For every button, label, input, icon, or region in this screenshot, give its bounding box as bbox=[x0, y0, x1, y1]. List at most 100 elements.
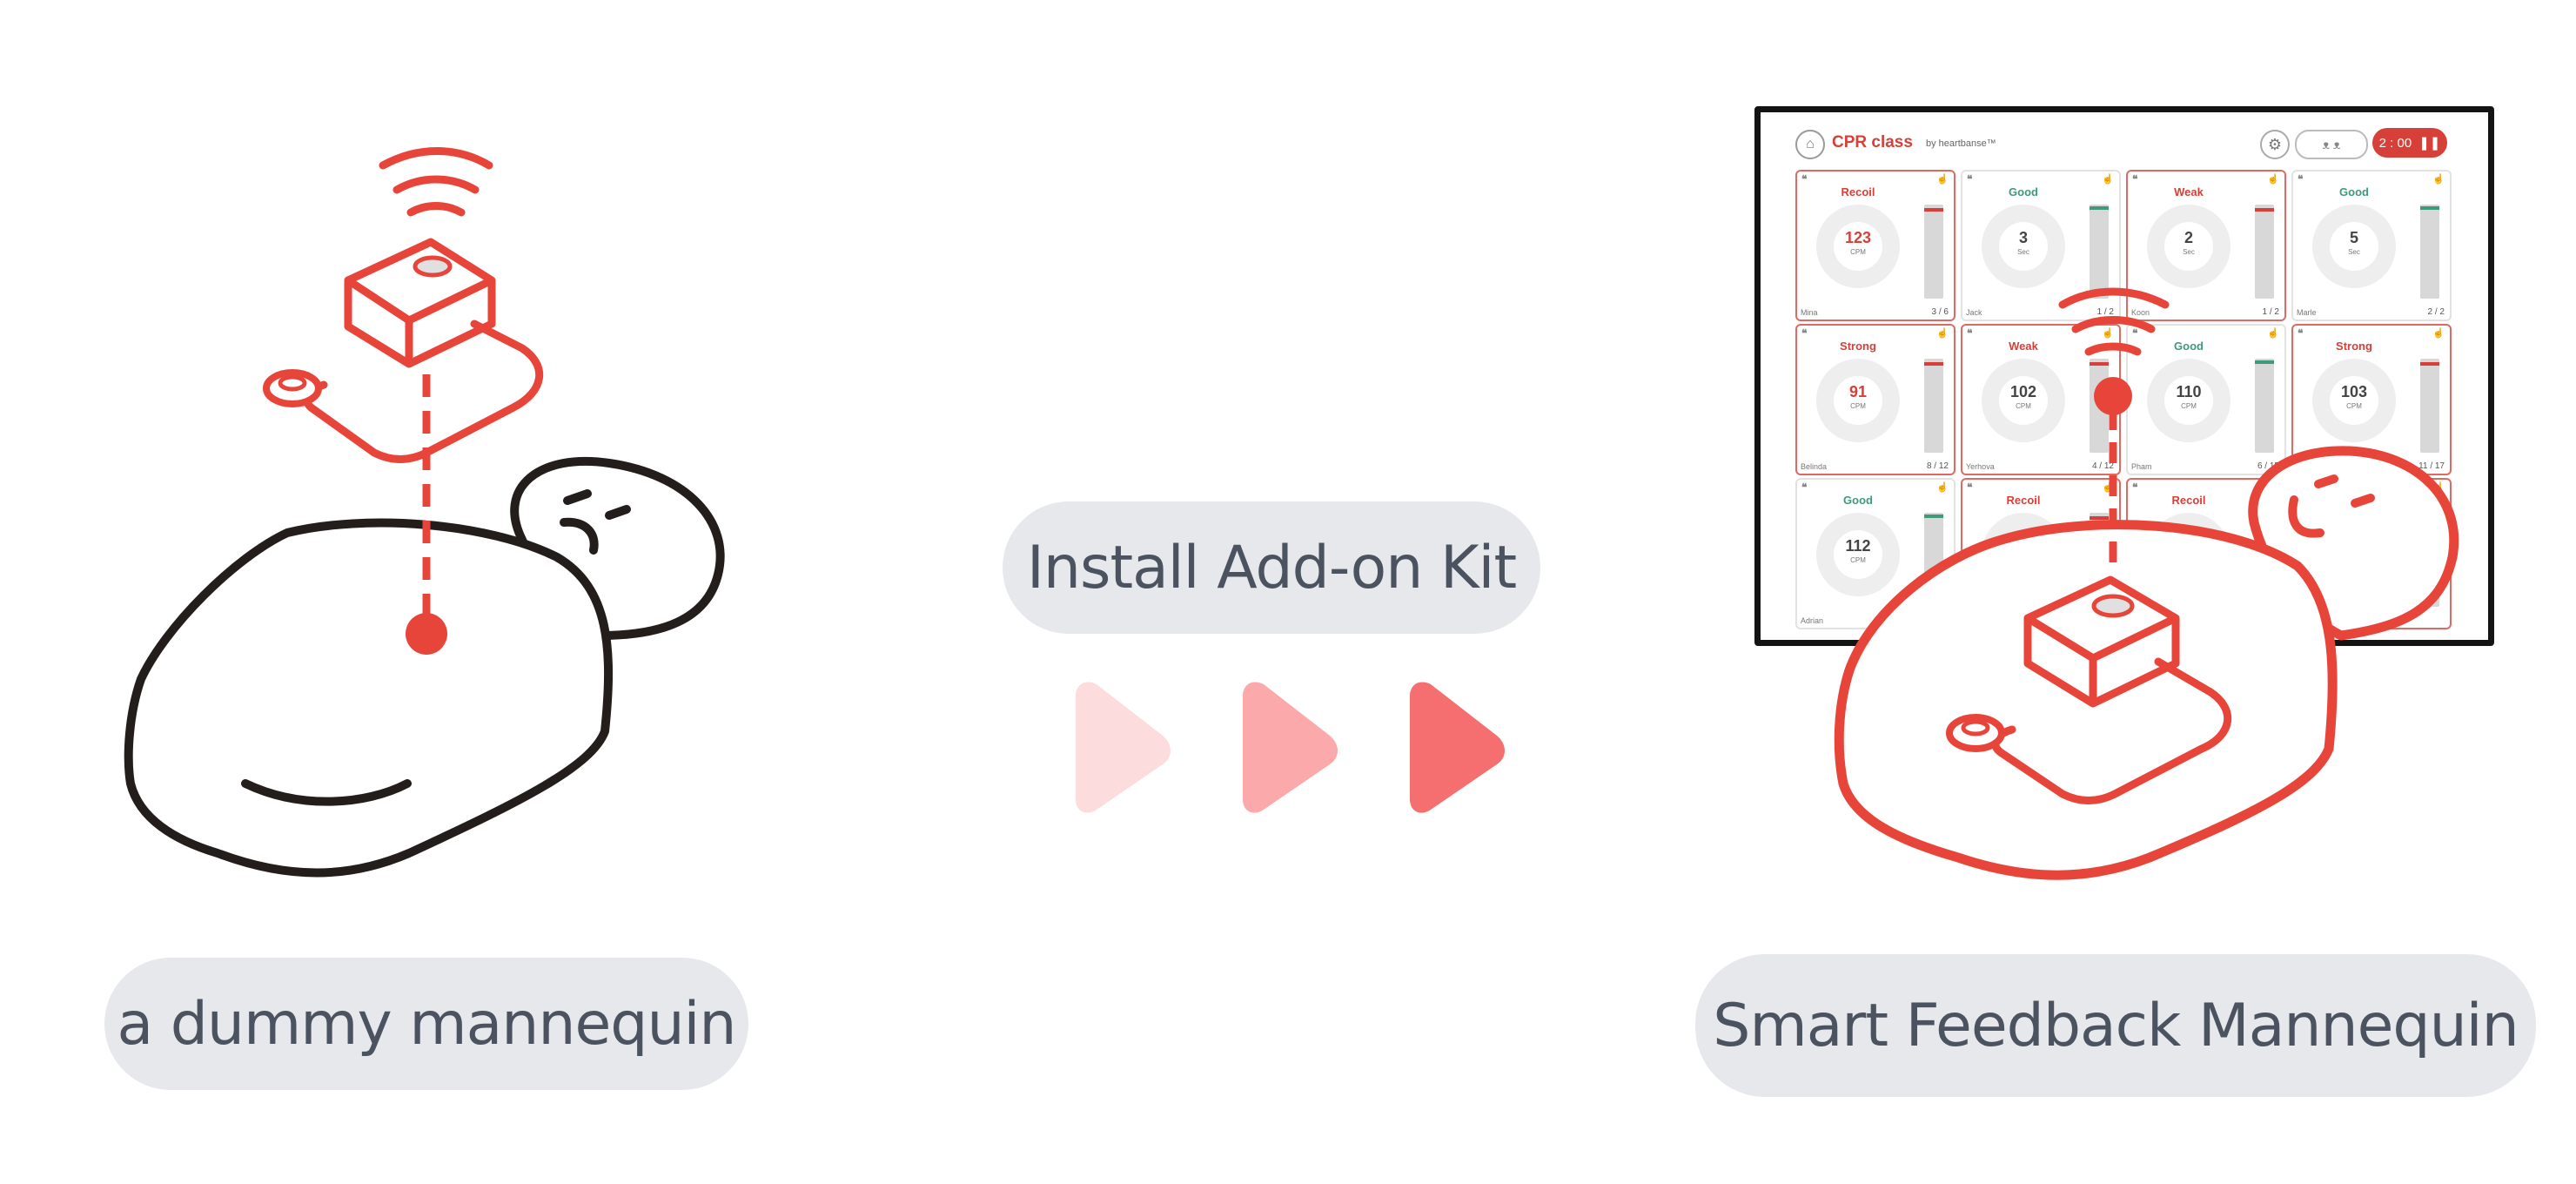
smart-smile bbox=[2288, 495, 2324, 538]
depth-bar bbox=[1924, 205, 1943, 299]
quote-icon: ❝ bbox=[1967, 173, 1973, 185]
smart-wifi-icon bbox=[2058, 287, 2170, 356]
student-name: Adrian bbox=[1801, 616, 1824, 625]
hand-icon: ☝ bbox=[2432, 174, 2445, 185]
lungs-toggle-icon[interactable]: ᴥ ᴥ bbox=[2295, 130, 2368, 159]
student-value: 103 bbox=[2340, 383, 2368, 400]
depth-bar-marker bbox=[1924, 515, 1943, 518]
student-unit: CPM bbox=[1850, 556, 1866, 564]
student-unit: Sec bbox=[2183, 248, 2195, 256]
student-status: Weak bbox=[2174, 185, 2204, 198]
student-status: Good bbox=[2339, 185, 2369, 198]
student-status: Recoil bbox=[2006, 494, 2041, 507]
student-value: 110 bbox=[2176, 383, 2202, 400]
depth-bar bbox=[2420, 359, 2439, 453]
smart-eyebrow bbox=[2314, 474, 2338, 488]
depth-bar-marker bbox=[2255, 208, 2274, 212]
dummy-eye bbox=[605, 505, 631, 520]
gear-icon[interactable]: ⚙ bbox=[2260, 130, 2290, 159]
dummy-mouth bbox=[560, 517, 599, 555]
wifi-icon bbox=[379, 147, 493, 217]
label-smart-mannequin: Smart Feedback Mannequin bbox=[1695, 954, 2536, 1097]
dashboard-brand: by heartbanse™ bbox=[1926, 138, 1996, 149]
sensor-box-sides bbox=[344, 280, 496, 368]
student-status: Good bbox=[2009, 185, 2038, 198]
student-name: Pham bbox=[2131, 462, 2152, 471]
smart-eye bbox=[2351, 494, 2375, 508]
student-count: 3 / 6 bbox=[1931, 307, 1949, 317]
student-unit: Sec bbox=[2017, 248, 2029, 256]
timer-value: 2 : 00 bbox=[2378, 135, 2412, 151]
student-name: Belinda bbox=[1801, 462, 1828, 471]
depth-bar-marker bbox=[2255, 360, 2274, 364]
quote-icon: ❝ bbox=[2298, 327, 2304, 340]
play-arrow-medium bbox=[1243, 682, 1338, 813]
quote-icon: ❝ bbox=[2132, 173, 2138, 185]
hand-icon: ☝ bbox=[2267, 328, 2279, 339]
depth-bar-marker bbox=[1924, 362, 1943, 366]
gauge-center bbox=[2164, 222, 2213, 271]
smart-sensor-puck-ring bbox=[1961, 719, 1990, 737]
student-unit: CPM bbox=[2181, 402, 2197, 410]
label-install-kit: Install Add-on Kit bbox=[1003, 501, 1540, 634]
dashboard-title: CPR class bbox=[1832, 133, 1913, 151]
compression-gauge bbox=[1982, 205, 2065, 288]
depth-bar-marker bbox=[2420, 206, 2439, 210]
smart-sensor-button bbox=[2091, 594, 2135, 618]
depth-bar-marker bbox=[2090, 206, 2109, 210]
student-name: Mina bbox=[1801, 308, 1818, 317]
compression-gauge bbox=[1816, 513, 1900, 596]
hand-icon: ☝ bbox=[1936, 174, 1949, 185]
student-value: 3 bbox=[2018, 229, 2028, 246]
sensor-target-dot bbox=[406, 613, 447, 655]
hand-icon: ☝ bbox=[2102, 174, 2114, 185]
student-name: Marle bbox=[2297, 308, 2317, 317]
compression-gauge bbox=[2312, 359, 2396, 442]
quote-icon: ❝ bbox=[1801, 327, 1808, 340]
hand-icon: ☝ bbox=[2102, 328, 2114, 339]
student-value: 5 bbox=[2349, 229, 2358, 246]
timer-button[interactable]: 2 : 00 ❚❚ bbox=[2372, 128, 2447, 158]
quote-icon: ❝ bbox=[2132, 327, 2138, 340]
gauge-center bbox=[1999, 376, 2048, 425]
student-count: 1 / 2 bbox=[2096, 307, 2114, 317]
depth-bar bbox=[2420, 205, 2439, 299]
hand-icon: ☝ bbox=[2267, 174, 2279, 185]
student-unit: CPM bbox=[2016, 402, 2031, 410]
student-count: 8 / 12 bbox=[1926, 461, 1949, 471]
student-unit: CPM bbox=[2346, 402, 2362, 410]
student-count: 11 / 17 bbox=[2418, 461, 2445, 471]
depth-bar bbox=[2090, 205, 2109, 299]
quote-icon: ❝ bbox=[2132, 481, 2138, 494]
smart-target-dot bbox=[2094, 377, 2132, 415]
student-value: 112 bbox=[1845, 537, 1871, 555]
play-arrow-strong bbox=[1410, 682, 1505, 813]
student-unit: Sec bbox=[2348, 248, 2360, 256]
gauge-center bbox=[1999, 222, 2048, 271]
student-count: 4 / 12 bbox=[2091, 461, 2114, 471]
sensor-button bbox=[413, 255, 453, 278]
student-count: 2 / 2 bbox=[2427, 307, 2445, 317]
gauge-center bbox=[2330, 222, 2378, 271]
student-value: 91 bbox=[1848, 383, 1868, 400]
depth-bar bbox=[2255, 359, 2274, 453]
quote-icon: ❝ bbox=[1801, 481, 1808, 494]
compression-gauge bbox=[1816, 359, 1900, 442]
depth-bar-marker bbox=[2090, 362, 2109, 366]
student-status: Strong bbox=[1840, 340, 1876, 353]
student-status: Good bbox=[2174, 340, 2204, 353]
compression-gauge bbox=[1816, 205, 1900, 288]
student-status: Weak bbox=[2009, 340, 2038, 353]
student-status: Good bbox=[1843, 494, 1873, 507]
home-icon[interactable]: ⌂ bbox=[1795, 130, 1825, 159]
quote-icon: ❝ bbox=[2298, 173, 2304, 185]
compression-gauge bbox=[2312, 205, 2396, 288]
gauge-center bbox=[1834, 376, 1882, 425]
quote-icon: ❝ bbox=[1801, 173, 1808, 185]
